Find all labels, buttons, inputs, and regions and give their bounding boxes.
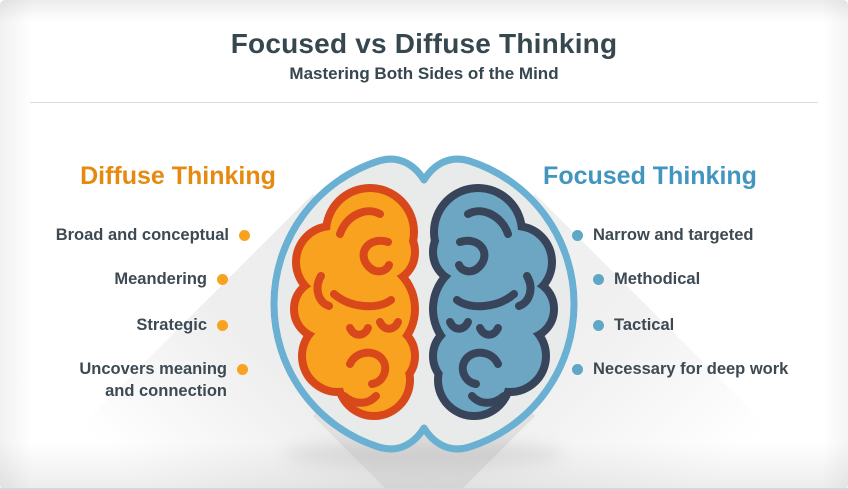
- list-item-label: Strategic: [136, 315, 207, 334]
- list-item: Meandering: [114, 268, 228, 290]
- list-item: Methodical: [593, 268, 700, 290]
- list-item-label: Necessary for deep work: [593, 359, 789, 378]
- bullet-dot-icon: [593, 319, 604, 331]
- list-item-label: Meandering: [114, 269, 207, 288]
- bullet-dot-icon: [217, 319, 228, 331]
- list-item: Necessary for deep work: [572, 358, 788, 380]
- head-ring: [270, 155, 578, 453]
- page-title: Focused vs Diffuse Thinking: [230, 28, 618, 59]
- bullet-dot-icon: [217, 273, 228, 285]
- focused-thinking-heading: Focused Thinking: [543, 162, 757, 190]
- bottom-border: [0, 488, 848, 490]
- list-item: Tactical: [593, 314, 674, 336]
- list-item-label: Methodical: [614, 269, 701, 288]
- diffuse-thinking-heading: Diffuse Thinking: [80, 162, 276, 190]
- header-divider: [30, 102, 818, 103]
- bullet-dot-icon: [572, 229, 583, 241]
- list-item: Broad and conceptual: [56, 224, 250, 246]
- list-item-label: Narrow and targeted: [593, 225, 754, 244]
- left-hemisphere-icon: [298, 192, 411, 412]
- list-item-label: Tactical: [614, 315, 675, 334]
- page-subtitle: Mastering Both Sides of the Mind: [289, 64, 559, 83]
- list-item-label: Uncovers meaning and connection: [79, 360, 227, 400]
- soft-shadow: [284, 440, 564, 468]
- list-item-label: Broad and conceptual: [55, 225, 229, 244]
- bullet-dot-icon: [572, 363, 583, 375]
- bullet-dot-icon: [239, 229, 250, 241]
- list-item: Strategic: [136, 314, 228, 336]
- list-item: Narrow and targeted: [572, 224, 753, 246]
- right-hemisphere-icon: [437, 192, 550, 412]
- bullet-dot-icon: [237, 364, 248, 375]
- list-item: Uncovers meaning and connection: [69, 358, 248, 402]
- bullet-dot-icon: [593, 273, 604, 285]
